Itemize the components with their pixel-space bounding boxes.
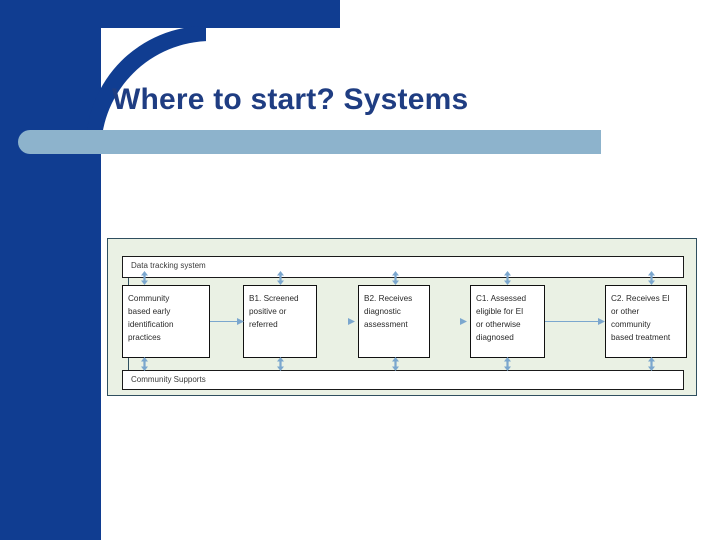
double-arrow-icon: [276, 357, 285, 371]
node-line: C2. Receives EI: [611, 294, 670, 303]
double-arrow-icon: [647, 271, 656, 285]
double-arrow-icon: [391, 271, 400, 285]
flow-arrow-c1-to-c2: [545, 317, 605, 326]
band-data-tracking-system: Data tracking system: [122, 256, 684, 278]
node-line: based treatment: [611, 333, 671, 342]
left-blue-bar: [0, 0, 101, 540]
flow-arrow-marker-into-b2: [348, 317, 355, 326]
double-arrow-icon: [503, 357, 512, 371]
node-line: C1. Assessed: [476, 294, 527, 303]
double-arrow-icon: [391, 357, 400, 371]
node-line: B1. Screened: [249, 294, 299, 303]
double-arrow-icon: [647, 357, 656, 371]
page-title: Where to start? Systems: [112, 83, 469, 116]
flow-arrow-marker-into-c1: [460, 317, 467, 326]
flow-arrow-start-to-b1: [210, 317, 244, 326]
node-line: eligible for EI: [476, 307, 524, 316]
node-line: identification: [128, 320, 174, 329]
node-line: or other: [611, 307, 640, 316]
double-arrow-icon: [140, 271, 149, 285]
node-c2-receives-ei-or-other-community-based-treatment[interactable]: C2. Receives EI or other community based…: [605, 285, 687, 358]
node-line: diagnostic: [364, 307, 401, 316]
node-b1-screened-positive-or-referred[interactable]: B1. Screened positive or referred: [243, 285, 317, 358]
node-line: based early: [128, 307, 171, 316]
node-line: assessment: [364, 320, 408, 329]
systems-flow-diagram: Data tracking system Community Supports …: [107, 238, 697, 396]
node-line: diagnosed: [476, 333, 514, 342]
node-line: or otherwise: [476, 320, 521, 329]
node-line: Community: [128, 294, 170, 303]
node-b2-receives-diagnostic-assessment[interactable]: B2. Receives diagnostic assessment: [358, 285, 430, 358]
top-blue-block: [0, 0, 340, 28]
node-line: B2. Receives: [364, 294, 413, 303]
double-arrow-icon: [276, 271, 285, 285]
node-line: referred: [249, 320, 278, 329]
node-c1-assessed-eligible-for-ei[interactable]: C1. Assessed eligible for EI or otherwis…: [470, 285, 545, 358]
band-community-supports: Community Supports: [122, 370, 684, 390]
double-arrow-icon: [503, 271, 512, 285]
node-line: practices: [128, 333, 161, 342]
node-line: community: [611, 320, 651, 329]
node-line: positive or: [249, 307, 287, 316]
node-community-based-early-identification[interactable]: Community based early identification pra…: [122, 285, 210, 358]
double-arrow-icon: [140, 357, 149, 371]
light-blue-accent-bar-square-end: [300, 130, 601, 154]
